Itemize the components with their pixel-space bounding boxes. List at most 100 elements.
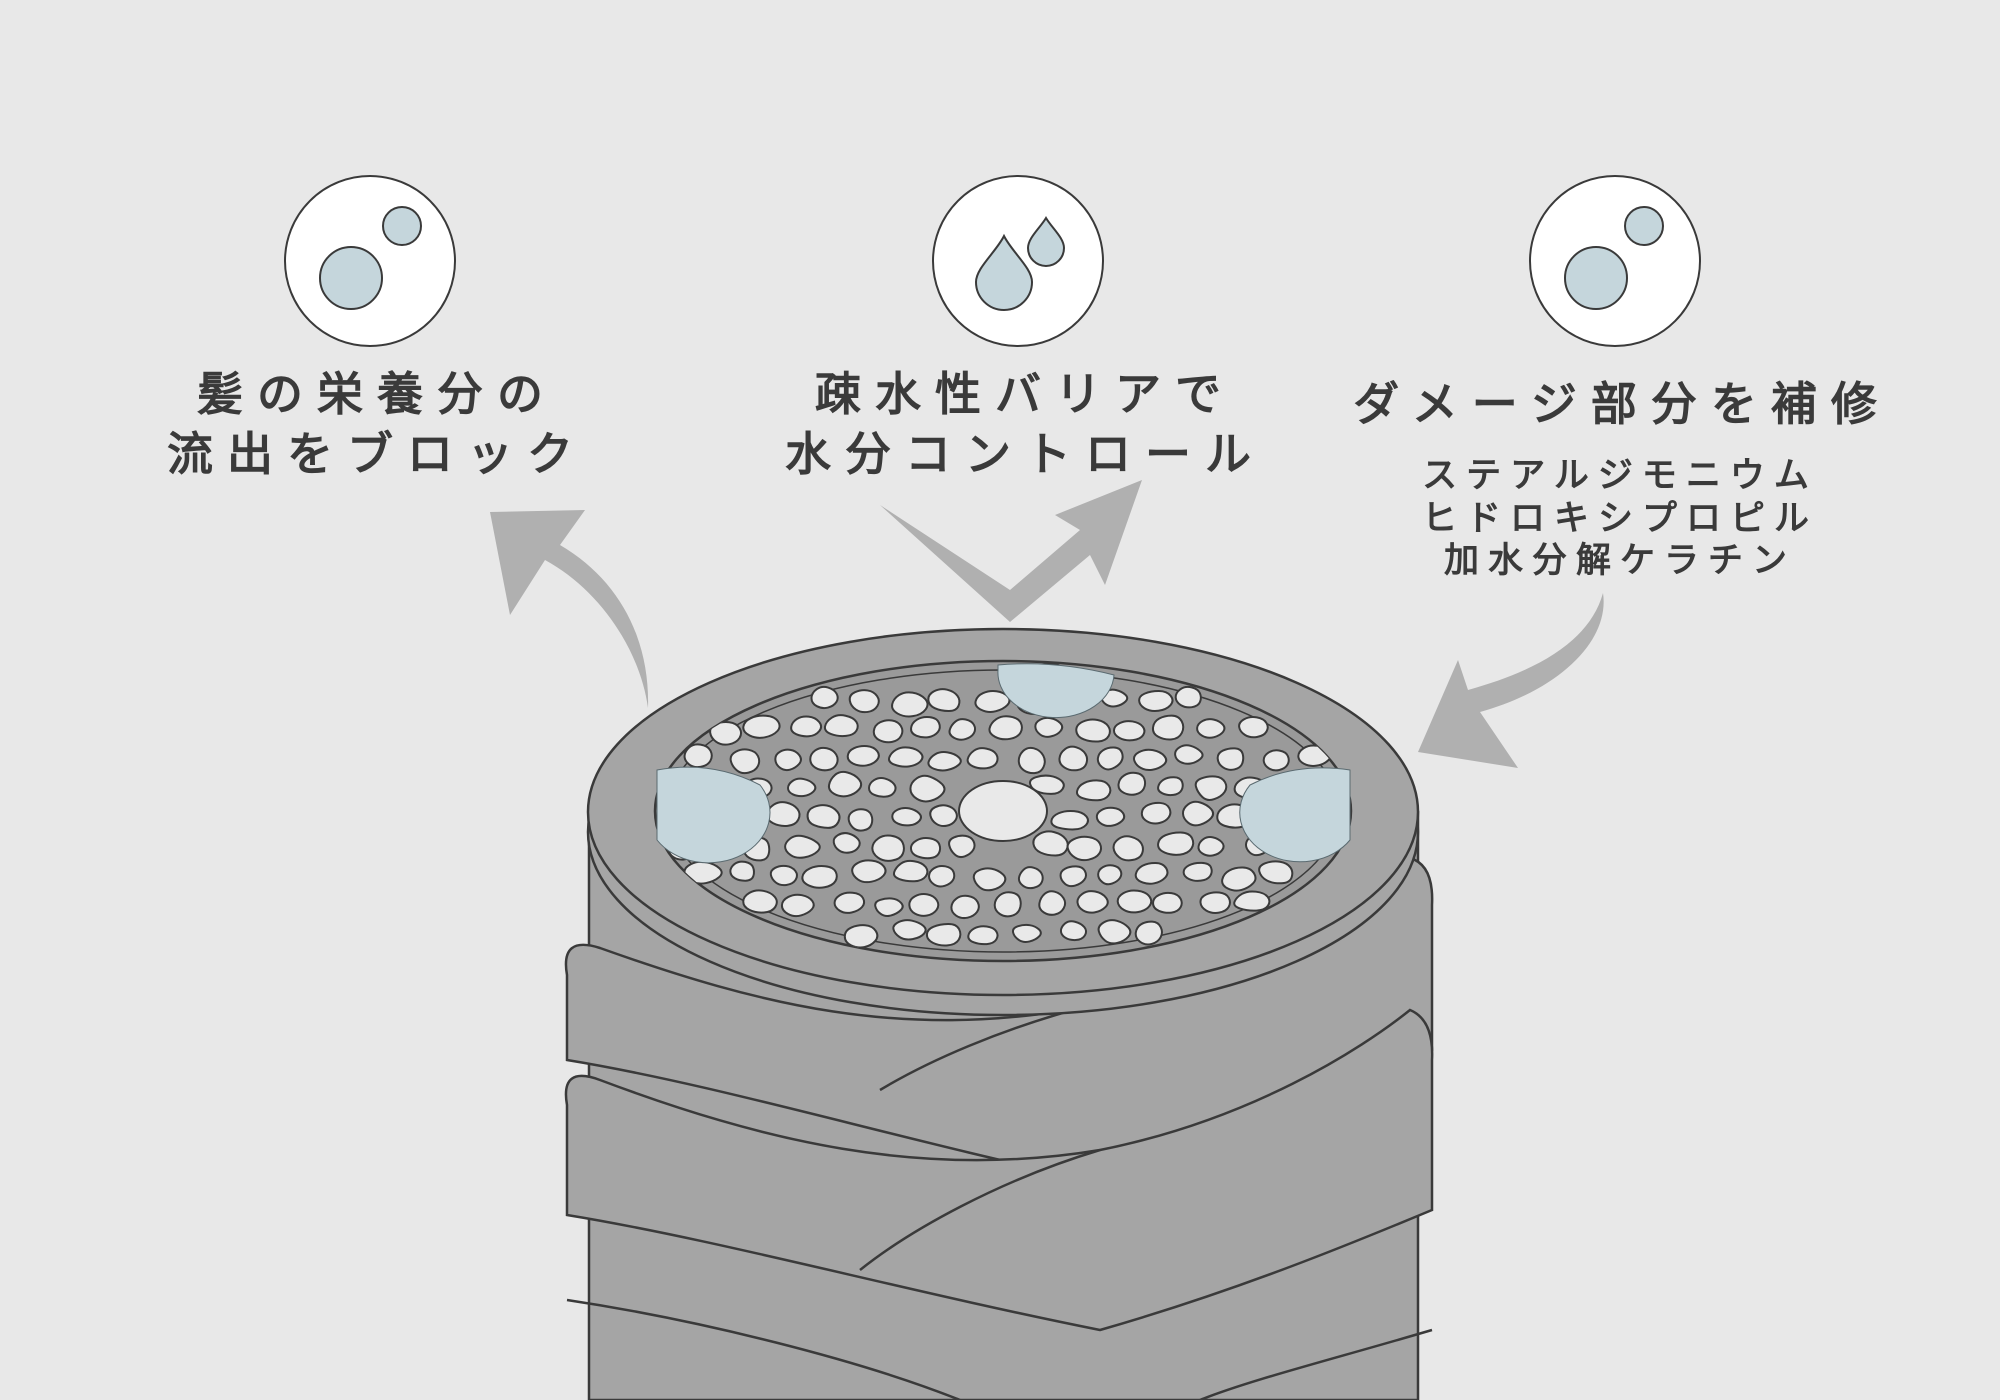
- cortex-cell: [1199, 891, 1231, 914]
- cortex-cell: [1181, 800, 1215, 827]
- cortex-cell: [891, 806, 922, 827]
- cortex-cell: [1182, 861, 1213, 882]
- cortex-cell: [1116, 889, 1153, 914]
- cortex-cell: [1097, 864, 1123, 886]
- water-drop: [997, 663, 1115, 719]
- cortex-cell: [742, 889, 778, 914]
- cortex-cell: [950, 894, 980, 920]
- cortex-cell: [846, 745, 880, 767]
- cortex-cell: [1117, 771, 1147, 796]
- cortex-cell: [1152, 891, 1183, 914]
- cortex-cell: [827, 770, 863, 798]
- arrow-repair: [1418, 593, 1604, 768]
- cortex-cells: [659, 662, 1332, 949]
- cortex-cell: [1017, 746, 1046, 775]
- cortex-cell: [683, 743, 713, 769]
- cortex-cell: [790, 715, 823, 738]
- cortex-cell: [929, 804, 958, 828]
- cortex-cell: [872, 719, 904, 744]
- cortex-cell: [832, 832, 861, 854]
- feature-title-line: ダメージ部分を補修: [1353, 377, 1891, 431]
- cortex-cell: [892, 919, 927, 941]
- cortex-cell: [1050, 809, 1089, 831]
- bubbles-icon: [319, 206, 422, 310]
- cortex-cell: [1134, 861, 1169, 885]
- cortex-cell: [993, 891, 1022, 918]
- cortex-cell: [1238, 716, 1269, 739]
- cortex-cell: [868, 777, 897, 798]
- feature-icon-nutrient: [284, 175, 456, 347]
- feature-title-line: 疎水性バリアで: [815, 367, 1235, 421]
- cortex-cell: [1258, 860, 1294, 885]
- cortex-cell: [843, 924, 879, 949]
- feature-icon-water: [932, 175, 1104, 347]
- cortex-cell: [801, 865, 838, 889]
- feature-title-line: 水分コントロール: [785, 427, 1265, 481]
- repair-drops: [656, 663, 1351, 864]
- ingredient-line: ヒドロキシプロピル: [1422, 499, 1818, 539]
- cortex-cell: [1038, 890, 1067, 916]
- cortex-cell: [1132, 748, 1168, 771]
- cortex-cell: [974, 689, 1011, 713]
- cortex-cell: [1138, 690, 1174, 713]
- cortex-cell: [871, 834, 905, 862]
- cortex-cell: [1017, 866, 1044, 890]
- cortex-cell: [806, 804, 841, 829]
- cortex-cell: [1059, 920, 1088, 942]
- cortex-cell: [1157, 831, 1195, 856]
- cortex-cell: [1011, 923, 1042, 943]
- cortex-cell: [1140, 801, 1172, 825]
- cortex-cell: [892, 859, 929, 883]
- ingredient-line: ステアルジモニウム: [1422, 456, 1818, 496]
- ingredient-line: 加水分解ケラチン: [1444, 541, 1796, 581]
- cortex-cell: [1112, 720, 1146, 742]
- feature-icon-repair: [1529, 175, 1701, 347]
- cuticle-layer: [564, 1008, 1434, 1332]
- cortex-cell: [908, 893, 940, 917]
- water-drop: [1239, 767, 1351, 863]
- cortex-cell: [928, 864, 956, 888]
- cortex-cell: [729, 748, 761, 775]
- cortex-cell: [1096, 746, 1124, 771]
- cortex-cell: [1059, 865, 1088, 888]
- cortex-cell: [1233, 890, 1271, 912]
- cortex-cell: [810, 685, 839, 710]
- cortex-cell: [972, 867, 1007, 892]
- cortex-cell: [774, 748, 802, 772]
- cortex-cell: [1221, 866, 1257, 892]
- cortex-cell: [909, 837, 942, 860]
- cortex-cell: [927, 751, 962, 772]
- cortex-cell: [874, 897, 904, 917]
- cortex-cell: [1066, 835, 1103, 862]
- cortex-cell: [1134, 920, 1163, 946]
- cortex-cell: [766, 801, 801, 827]
- cortex-cell: [784, 834, 821, 859]
- bubbles-icon: [1564, 206, 1664, 310]
- cortex-cell: [780, 893, 815, 918]
- cortex-cell: [1216, 747, 1245, 771]
- cortex-cell: [729, 860, 755, 882]
- feature-title-line: 髪の栄養分の: [197, 367, 557, 421]
- cortex-cell: [1034, 716, 1064, 738]
- cortex-cell: [967, 925, 999, 946]
- cortex-cell: [888, 746, 924, 768]
- cortex-cell: [1151, 714, 1185, 741]
- cortex-cell: [1196, 718, 1226, 739]
- cortex-cell: [925, 923, 962, 947]
- cortex-cell: [910, 716, 941, 739]
- cortex-cell: [891, 691, 929, 718]
- cortex-cell: [1112, 835, 1144, 862]
- arrow-outflow-blocked: [490, 510, 649, 708]
- cortex-cell: [1174, 685, 1202, 709]
- cortex-cell: [1157, 776, 1184, 797]
- cortex-cell: [966, 747, 999, 770]
- cortex-cell: [1262, 749, 1290, 772]
- medulla: [958, 780, 1048, 842]
- cortex-cell: [787, 777, 817, 798]
- cortex-cell: [709, 721, 743, 746]
- cortex-cell: [1097, 919, 1132, 945]
- cortex-cell: [927, 688, 961, 713]
- cortex-cell: [1194, 775, 1228, 801]
- feature-title-line: 流出をブロック: [167, 427, 587, 481]
